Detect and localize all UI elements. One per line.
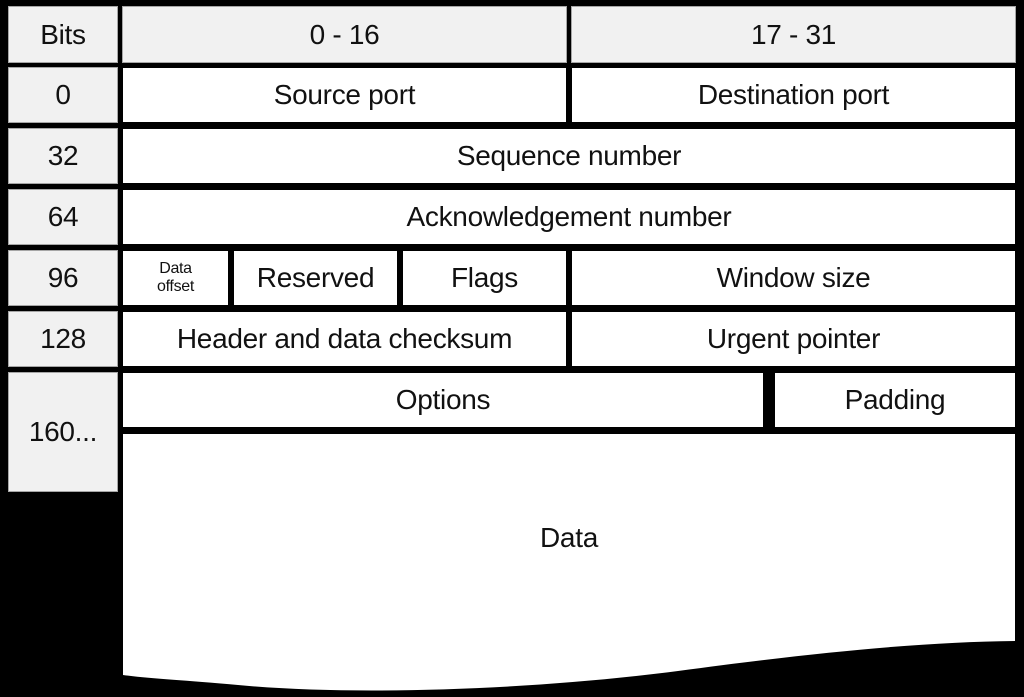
field-data: Data [123, 434, 1015, 697]
field-acknowledgement-number: Acknowledgement number [123, 190, 1015, 244]
field-urgent-pointer: Urgent pointer [572, 312, 1015, 366]
field-window-size: Window size [572, 251, 1015, 305]
bit-offset-128: 128 [8, 311, 118, 367]
bit-offset-96: 96 [8, 250, 118, 306]
corner-header-bits: Bits [8, 6, 118, 63]
bit-offset-0: 0 [8, 67, 118, 123]
field-data-offset-label: Data offset [156, 260, 195, 295]
bit-offset-160: 160... [8, 372, 118, 492]
field-options: Options [123, 373, 763, 427]
field-destination-port: Destination port [572, 68, 1015, 122]
field-padding: Padding [775, 373, 1015, 427]
field-checksum: Header and data checksum [123, 312, 566, 366]
column-header-right: 17 - 31 [571, 6, 1016, 63]
data-wave-shape [123, 434, 1015, 691]
field-data-offset: Data offset [123, 251, 228, 305]
field-sequence-number: Sequence number [123, 129, 1015, 183]
bit-offset-32: 32 [8, 128, 118, 184]
field-reserved: Reserved [234, 251, 397, 305]
bit-offset-64: 64 [8, 189, 118, 245]
field-source-port: Source port [123, 68, 566, 122]
column-header-left: 0 - 16 [122, 6, 567, 63]
field-data-label: Data [540, 522, 598, 553]
field-flags: Flags [403, 251, 566, 305]
